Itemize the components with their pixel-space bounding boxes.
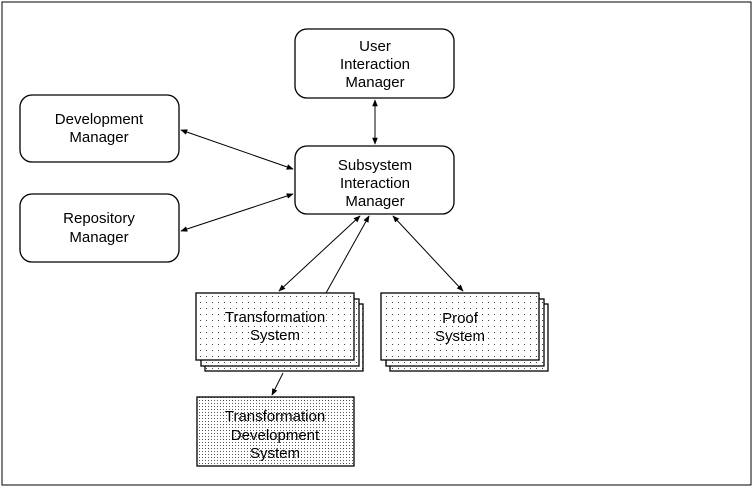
node-label-line: Manager xyxy=(69,129,128,146)
node-label-line: Manager xyxy=(345,193,404,210)
node-label-line: Development xyxy=(231,427,320,444)
edge-transformation-subsystem-1 xyxy=(278,215,361,292)
development-manager-node: Development Manager xyxy=(19,94,180,163)
edge-transformation-subsystem-2 xyxy=(325,215,370,294)
proof-system-node: Proof System xyxy=(380,292,549,372)
node-label-line: Proof xyxy=(442,310,479,327)
node-label-line: Interaction xyxy=(340,175,410,192)
node-label-line: Manager xyxy=(69,229,128,246)
node-label-line: Development xyxy=(55,111,144,128)
user-interaction-manager-node: User Interaction Manager xyxy=(294,28,455,99)
node-label-line: Repository xyxy=(63,210,135,227)
node-label-line: Transformation xyxy=(225,408,325,425)
edge-development-subsystem xyxy=(180,129,294,170)
transformation-development-system-node: Transformation Development System xyxy=(196,396,355,467)
node-label-line: System xyxy=(435,328,485,345)
transformation-system-node: Transformation System xyxy=(195,292,364,372)
edge-repository-subsystem xyxy=(180,193,294,232)
edge-transformation-development xyxy=(271,372,284,396)
repository-manager-node: Repository Manager xyxy=(19,193,180,263)
node-label-line: Interaction xyxy=(340,56,410,73)
node-label-line: System xyxy=(250,327,300,344)
node-label-line: Manager xyxy=(345,74,404,91)
node-label-line: Transformation xyxy=(225,309,325,326)
node-label-line: User xyxy=(359,38,391,55)
node-label-line: System xyxy=(250,445,300,462)
node-label-line: Subsystem xyxy=(338,157,412,174)
subsystem-interaction-manager-node: Subsystem Interaction Manager xyxy=(294,145,455,215)
edge-subsystem-proof xyxy=(392,215,464,292)
